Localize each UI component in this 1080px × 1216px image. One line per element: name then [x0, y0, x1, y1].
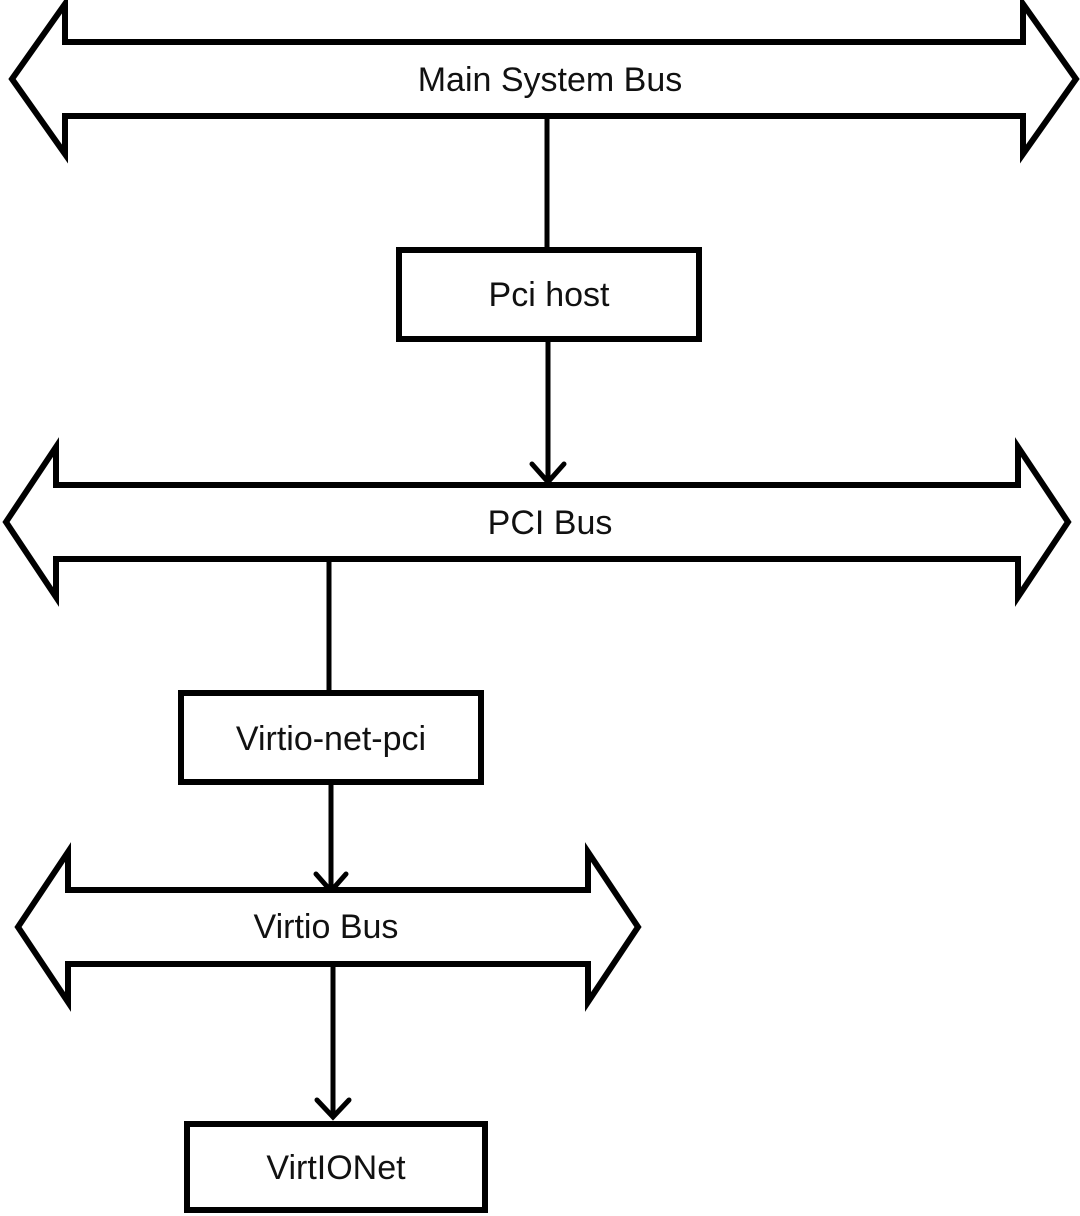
pci-bus-label: PCI Bus	[488, 504, 613, 542]
virtio-bus-label: Virtio Bus	[254, 908, 399, 946]
pci-host-outline	[396, 247, 702, 342]
virtionet-box: VirtIONet	[184, 1121, 488, 1213]
main-system-bus: Main System Bus	[8, 0, 1080, 164]
pci-bus: PCI Bus	[2, 437, 1072, 607]
pci-bus-arrow	[2, 437, 1072, 607]
arrowhead-virtionet	[314, 1097, 352, 1121]
main-system-bus-arrow	[8, 0, 1080, 164]
virtio-bus-arrow	[14, 842, 642, 1012]
virtionet-label: VirtIONet	[266, 1149, 406, 1187]
virtio-net-pci-label: Virtio-net-pci	[236, 720, 426, 758]
pci-host-box: Pci host	[396, 247, 702, 342]
virtio-net-pci-box: Virtio-net-pci	[178, 690, 484, 785]
pci-host-label: Pci host	[489, 276, 610, 314]
virtionet-outline	[184, 1121, 488, 1213]
virtio-bus: Virtio Bus	[14, 842, 642, 1012]
main-system-bus-label: Main System Bus	[418, 61, 683, 99]
